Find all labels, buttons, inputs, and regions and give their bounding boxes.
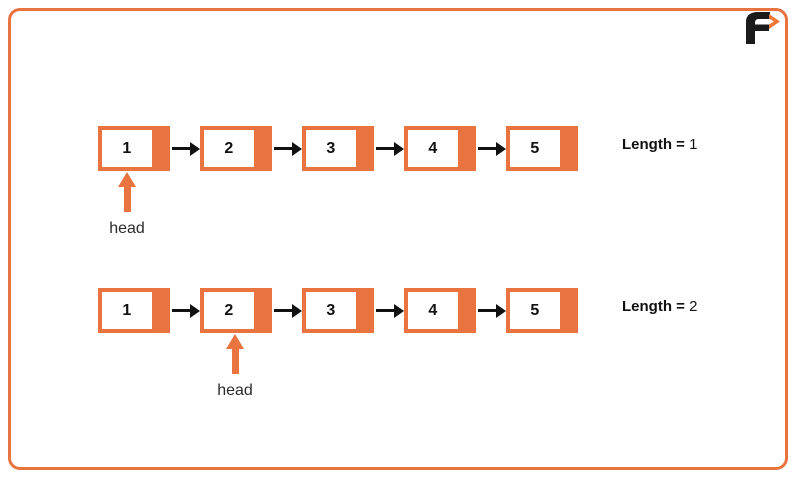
next-arrow-icon — [374, 126, 404, 171]
list-node: 2 — [200, 126, 272, 171]
head-label: head — [217, 382, 253, 399]
list-node: 1 — [98, 126, 170, 171]
next-arrow-icon — [272, 126, 302, 171]
next-arrow-icon — [170, 126, 200, 171]
list-node: 4 — [404, 126, 476, 171]
list-node: 5 — [506, 126, 578, 171]
next-arrow-icon — [476, 126, 506, 171]
list-node: 3 — [302, 126, 374, 171]
length-label-row-1: Length = 1 — [622, 136, 697, 153]
node-value: 4 — [404, 288, 462, 333]
list-node: 4 — [404, 288, 476, 333]
length-key: Length = — [622, 298, 685, 315]
head-pointer-row-2: head — [200, 334, 270, 400]
list-node: 1 — [98, 288, 170, 333]
list-node: 2 — [200, 288, 272, 333]
list-node: 5 — [506, 288, 578, 333]
length-label-row-2: Length = 2 — [622, 298, 697, 315]
node-value: 2 — [200, 288, 258, 333]
outer-frame — [8, 8, 788, 470]
next-arrow-icon — [374, 288, 404, 333]
head-pointer-row-1: head — [92, 172, 162, 238]
node-next-pointer-cell — [258, 288, 272, 333]
node-value: 4 — [404, 126, 462, 171]
length-value: 1 — [689, 136, 698, 153]
next-arrow-icon — [476, 288, 506, 333]
node-next-pointer-cell — [360, 126, 374, 171]
node-value: 2 — [200, 126, 258, 171]
node-chain-row-2: 1 2 3 4 — [98, 288, 578, 333]
node-value: 1 — [98, 126, 156, 171]
node-next-pointer-cell — [564, 126, 578, 171]
node-next-pointer-cell — [156, 126, 170, 171]
next-arrow-icon — [272, 288, 302, 333]
node-value: 1 — [98, 288, 156, 333]
node-next-pointer-cell — [462, 288, 476, 333]
head-arrow-up-icon — [200, 334, 270, 374]
node-next-pointer-cell — [156, 288, 170, 333]
node-value: 3 — [302, 288, 360, 333]
node-value: 5 — [506, 126, 564, 171]
head-label: head — [109, 220, 145, 237]
node-chain-row-1: 1 2 3 4 — [98, 126, 578, 171]
next-arrow-icon — [170, 288, 200, 333]
node-next-pointer-cell — [462, 126, 476, 171]
list-node: 3 — [302, 288, 374, 333]
node-next-pointer-cell — [258, 126, 272, 171]
favtutor-logo-icon — [740, 10, 786, 48]
length-key: Length = — [622, 136, 685, 153]
node-next-pointer-cell — [360, 288, 374, 333]
node-value: 3 — [302, 126, 360, 171]
node-value: 5 — [506, 288, 564, 333]
head-arrow-up-icon — [92, 172, 162, 212]
length-value: 2 — [689, 298, 698, 315]
node-next-pointer-cell — [564, 288, 578, 333]
